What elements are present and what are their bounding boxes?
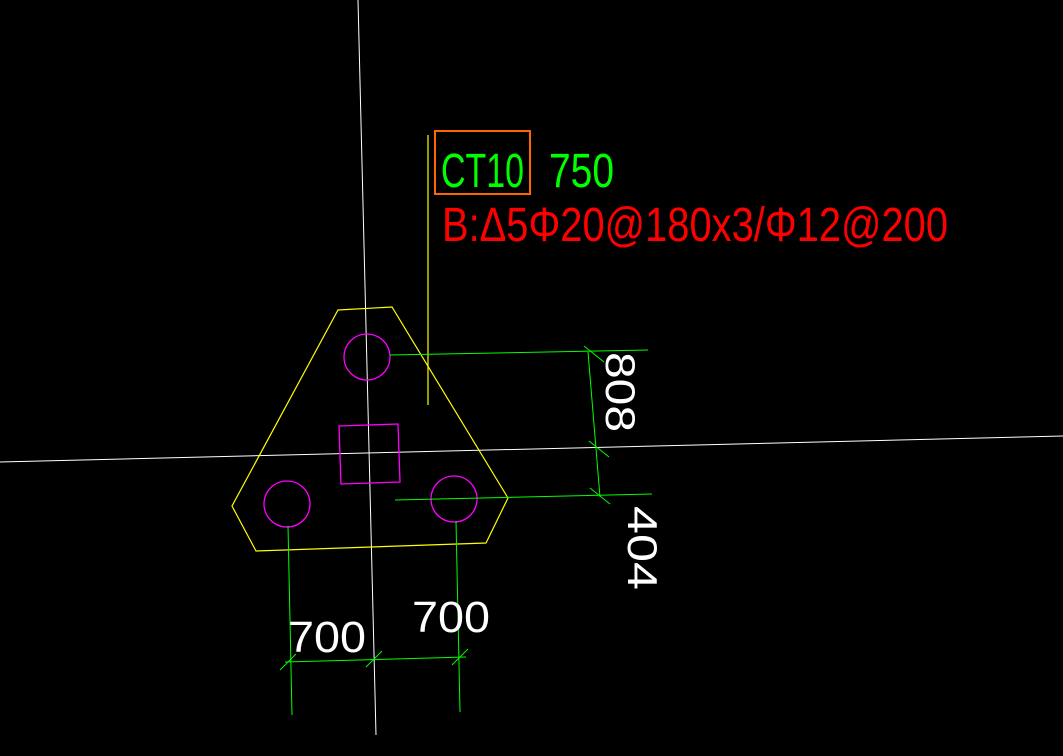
cap-reinforcement-label[interactable]: B:Δ5Φ20@180x3/Φ12@200: [442, 199, 948, 252]
dimension-text-404: 404: [619, 506, 666, 590]
dimension-text-700-left: 700: [288, 613, 366, 662]
vertical-axis-line: [357, 0, 377, 736]
vertical-dimension: [389, 345, 653, 505]
column-square[interactable]: [338, 423, 401, 485]
cap-tag-label[interactable]: CT10: [441, 145, 524, 198]
pile-cap-outline[interactable]: [231, 306, 509, 552]
pile-bottom-left[interactable]: [263, 480, 311, 528]
cap-thickness-label[interactable]: 750: [549, 145, 614, 198]
horizontal-dimension: [279, 520, 469, 716]
dimension-text-808: 808: [597, 352, 644, 432]
pile-top[interactable]: [343, 333, 391, 381]
dimension-text-700-right: 700: [412, 593, 490, 642]
horizontal-axis-line: [0, 435, 1063, 463]
tag-highlight-box: [434, 130, 531, 195]
